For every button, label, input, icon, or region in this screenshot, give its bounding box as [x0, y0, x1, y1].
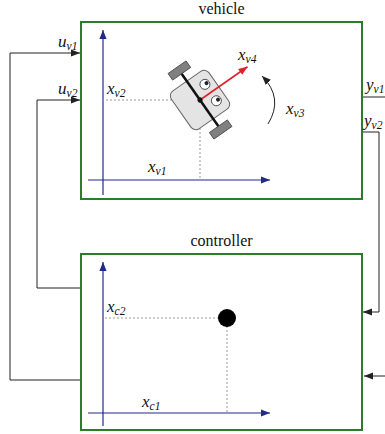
symbol-base: x: [142, 392, 150, 411]
axis-line: [88, 179, 270, 180]
robot-eye: [198, 77, 212, 91]
rotation-arrow: [262, 76, 275, 124]
guide-line: [227, 318, 228, 413]
box-heading: controller: [82, 232, 361, 250]
robot-wheel: [168, 61, 191, 80]
signal-wire: [37, 100, 80, 288]
signal-name: xv2: [107, 80, 125, 100]
symbol-base: x: [107, 297, 115, 316]
signal-name: xv3: [286, 100, 304, 120]
signal-name: uv1: [58, 33, 77, 53]
input-wire: [364, 376, 385, 377]
robot-wheel: [209, 120, 232, 139]
box-heading: vehicle: [82, 0, 361, 18]
signal-name: yv1: [366, 76, 384, 96]
signal-name: xc2: [107, 298, 125, 318]
symbol-base: x: [148, 157, 156, 176]
symbol-index: v4: [246, 53, 257, 66]
output-wire: [363, 97, 385, 98]
axis-line: [102, 30, 103, 195]
symbol-index: v2: [372, 119, 383, 132]
signal-wire: [363, 132, 379, 312]
symbol-index: c1: [150, 400, 161, 413]
signal-wire: [10, 53, 80, 380]
symbol-base: u: [58, 32, 67, 51]
symbol-base: y: [364, 111, 372, 130]
robot-eye: [209, 94, 223, 108]
signal-name: xc1: [142, 393, 160, 413]
symbol-base: y: [366, 75, 374, 94]
robot-center: [197, 97, 204, 104]
signal-name: yv2: [364, 112, 382, 132]
symbol-base: u: [58, 79, 67, 98]
signal-name: uv2: [58, 80, 77, 100]
symbol-base: x: [238, 45, 246, 64]
target-dot: [218, 309, 236, 327]
robot-figure: [158, 34, 270, 146]
system-box: vehicle: [80, 21, 363, 200]
heading-arrow: [200, 67, 248, 100]
robot-pupil: [204, 80, 210, 86]
symbol-index: v2: [115, 87, 126, 100]
robot-body: [168, 68, 232, 132]
symbol-index: v2: [67, 87, 78, 100]
system-box: controller: [80, 253, 363, 431]
axis-line: [102, 262, 103, 426]
robot-pupil: [215, 97, 221, 103]
symbol-index: v3: [294, 107, 305, 120]
symbol-base: x: [286, 99, 294, 118]
signal-name: xv1: [148, 158, 166, 178]
symbol-index: c2: [115, 305, 126, 318]
symbol-index: v1: [374, 83, 385, 96]
symbol-index: v1: [156, 165, 167, 178]
axis-line: [88, 412, 270, 413]
signal-name: xv4: [238, 46, 256, 66]
symbol-base: x: [107, 79, 115, 98]
symbol-index: v1: [67, 40, 78, 53]
